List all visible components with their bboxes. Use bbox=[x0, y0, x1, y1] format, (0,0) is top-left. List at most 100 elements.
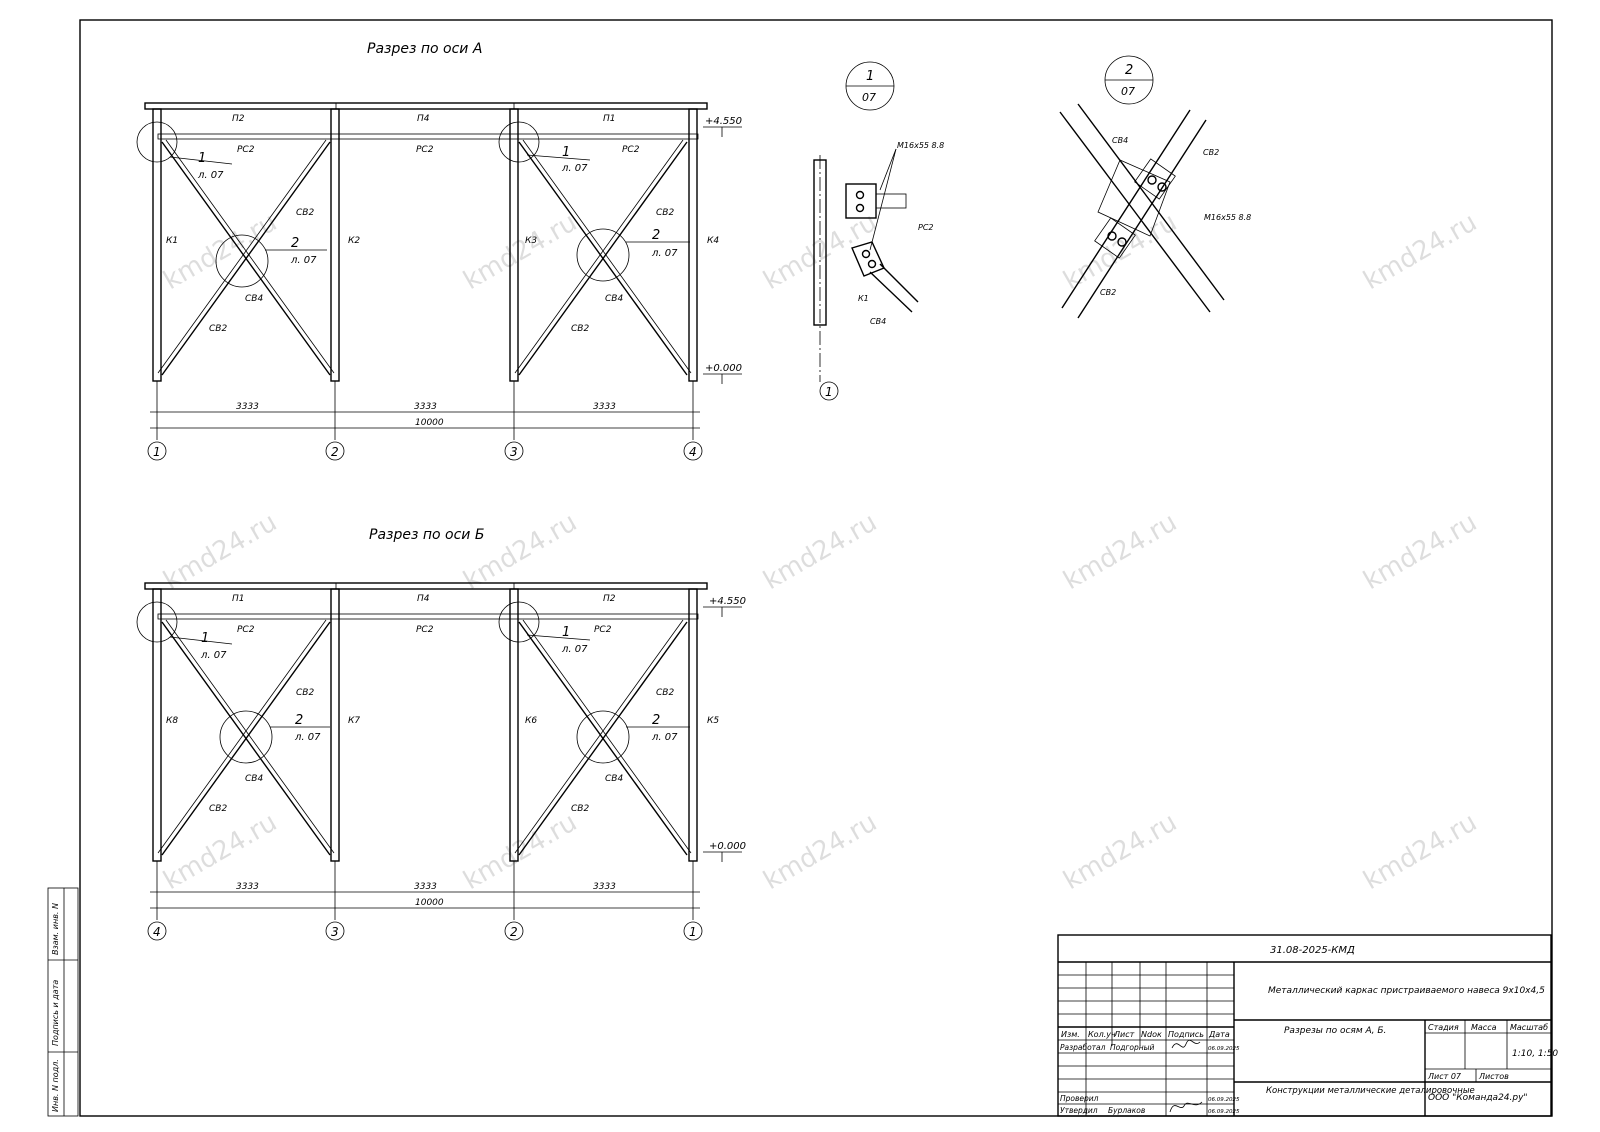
developed-label: Разработал bbox=[1060, 1043, 1106, 1052]
head-rev: Изм. bbox=[1061, 1030, 1080, 1039]
svg-text:+0.000: +0.000 bbox=[709, 841, 746, 852]
approver-signature bbox=[1169, 1101, 1203, 1113]
callout-node-1: 1 л. 07 1 л. 07 bbox=[169, 625, 591, 661]
svg-text:1: 1 bbox=[689, 925, 697, 939]
svg-text:3333: 3333 bbox=[236, 882, 259, 892]
beam-label: П1 bbox=[232, 594, 245, 604]
detail-1-column: К1 bbox=[858, 294, 869, 303]
side-stamp: Взам. инв. N Подпись и дата Инв. N подл. bbox=[47, 887, 79, 1117]
rod-label: РС2 bbox=[622, 145, 640, 155]
svg-text:kmd24.ru: kmd24.ru bbox=[159, 807, 283, 896]
brace-label: СВ2 bbox=[571, 804, 589, 814]
sheet-name: Разрезы по осям А, Б. bbox=[1284, 1026, 1386, 1036]
svg-text:+4.550: +4.550 bbox=[705, 116, 742, 127]
detail-1-sheet: 07 bbox=[862, 91, 876, 104]
node-1-marker bbox=[136, 601, 178, 643]
head-sign: Подпись bbox=[1168, 1030, 1204, 1039]
rod-label: РС2 bbox=[416, 145, 434, 155]
stage-label: Стадия bbox=[1428, 1023, 1459, 1032]
brace-label: СВ4 bbox=[605, 774, 623, 784]
section-a-title: Разрез по оси А bbox=[367, 41, 482, 57]
detail-1-bolt: M16x55 8.8 bbox=[897, 141, 944, 150]
detail-1: 1 07 M16x55 8.8 РС2 К1 СВ4 1 bbox=[813, 61, 944, 401]
head-sheet: Лист bbox=[1113, 1030, 1135, 1039]
detail-2-bolt: M16x55 8.8 bbox=[1204, 213, 1251, 222]
developer-signature bbox=[1171, 1039, 1201, 1049]
sheets-count-label: Листов bbox=[1478, 1072, 1509, 1081]
detail-2-brace-a: СВ4 bbox=[1112, 136, 1128, 145]
document-code: 31.08-2025-КМД bbox=[1270, 945, 1355, 956]
beam-label: П2 bbox=[232, 114, 245, 124]
head-date: Дата bbox=[1208, 1030, 1230, 1039]
brace-label: СВ4 bbox=[605, 294, 623, 304]
node-2-marker bbox=[219, 710, 273, 764]
svg-text:+4.550: +4.550 bbox=[709, 596, 746, 607]
svg-text:3333: 3333 bbox=[414, 402, 437, 412]
detail-2-brace-b: СВ2 bbox=[1203, 148, 1219, 157]
node-1-marker bbox=[498, 601, 540, 643]
detail-1-number: 1 bbox=[866, 69, 874, 84]
svg-text:л. 07: л. 07 bbox=[561, 644, 588, 655]
svg-text:kmd24.ru: kmd24.ru bbox=[1059, 507, 1183, 596]
check-date: 06.09.2025 bbox=[1208, 1097, 1240, 1103]
brace-label: СВ2 bbox=[209, 804, 227, 814]
svg-text:2: 2 bbox=[652, 713, 660, 728]
approved-label: Утвердил bbox=[1060, 1106, 1098, 1115]
callout-node-2: 2 л. 07 2 л. 07 bbox=[270, 713, 690, 743]
dimension-lines: 3333 3333 3333 10000 bbox=[150, 861, 700, 920]
callout-node-2: 2 л. 07 2 л. 07 bbox=[265, 228, 690, 266]
svg-text:4: 4 bbox=[689, 445, 697, 459]
section-b-title: Разрез по оси Б bbox=[369, 527, 484, 543]
brace-label: СВ4 bbox=[245, 294, 263, 304]
svg-text:2: 2 bbox=[295, 713, 303, 728]
detail-2: 2 07 СВ4 СВ2 СВ2 M16x55 8.8 bbox=[1059, 55, 1251, 319]
svg-text:л. 07: л. 07 bbox=[290, 255, 317, 266]
svg-text:kmd24.ru: kmd24.ru bbox=[1359, 507, 1483, 596]
beam-label: П1 bbox=[603, 114, 616, 124]
tie-rod bbox=[157, 133, 699, 140]
detail-2-number: 2 bbox=[1125, 63, 1133, 78]
scale-value: 1:10, 1:50 bbox=[1512, 1049, 1558, 1059]
svg-text:1: 1 bbox=[201, 631, 209, 646]
svg-text:л. 07: л. 07 bbox=[294, 732, 321, 743]
svg-text:10000: 10000 bbox=[415, 898, 444, 908]
node-1-marker bbox=[136, 121, 178, 163]
node-2-marker bbox=[215, 234, 269, 288]
svg-text:2: 2 bbox=[510, 925, 518, 939]
svg-text:1: 1 bbox=[562, 145, 570, 160]
axis-bubbles: 1 2 3 4 bbox=[147, 441, 703, 461]
rod-label: РС2 bbox=[416, 625, 434, 635]
beam-label: П4 bbox=[417, 114, 430, 124]
x-brace bbox=[157, 619, 692, 856]
svg-text:kmd24.ru: kmd24.ru bbox=[759, 807, 883, 896]
dimension-lines: 3333 3333 3333 10000 bbox=[150, 381, 700, 440]
column-label: К4 bbox=[707, 236, 719, 246]
svg-text:kmd24.ru: kmd24.ru bbox=[1059, 807, 1183, 896]
svg-text:2: 2 bbox=[331, 445, 339, 459]
svg-text:л. 07: л. 07 bbox=[200, 650, 227, 661]
beam-label: П4 bbox=[417, 594, 430, 604]
detail-1-axis: 1 bbox=[825, 385, 833, 399]
node-2-marker bbox=[576, 710, 630, 764]
head-qty: Кол.уч bbox=[1088, 1030, 1116, 1039]
rod-label: РС2 bbox=[594, 625, 612, 635]
stamp-original-inv: Инв. N подл. bbox=[51, 1059, 60, 1112]
rod-label: РС2 bbox=[237, 145, 255, 155]
company-name: ООО "Команда24.ру" bbox=[1428, 1093, 1528, 1103]
approve-date: 06.09.2025 bbox=[1208, 1109, 1240, 1115]
x-brace bbox=[157, 139, 692, 376]
svg-text:kmd24.ru: kmd24.ru bbox=[1059, 207, 1183, 296]
svg-text:3: 3 bbox=[331, 925, 339, 939]
brace-label: СВ2 bbox=[209, 324, 227, 334]
node-2-marker bbox=[576, 228, 630, 282]
brace-label: СВ2 bbox=[571, 324, 589, 334]
column-label: К2 bbox=[348, 236, 360, 246]
node-1-marker bbox=[498, 121, 540, 163]
svg-text:3333: 3333 bbox=[236, 402, 259, 412]
axis-bubbles: 4 3 2 1 bbox=[147, 921, 703, 941]
document-name: Конструкции металлические деталировочные bbox=[1266, 1086, 1475, 1096]
svg-text:4: 4 bbox=[153, 925, 161, 939]
svg-text:2: 2 bbox=[291, 236, 299, 251]
checked-label: Проверил bbox=[1060, 1094, 1099, 1103]
